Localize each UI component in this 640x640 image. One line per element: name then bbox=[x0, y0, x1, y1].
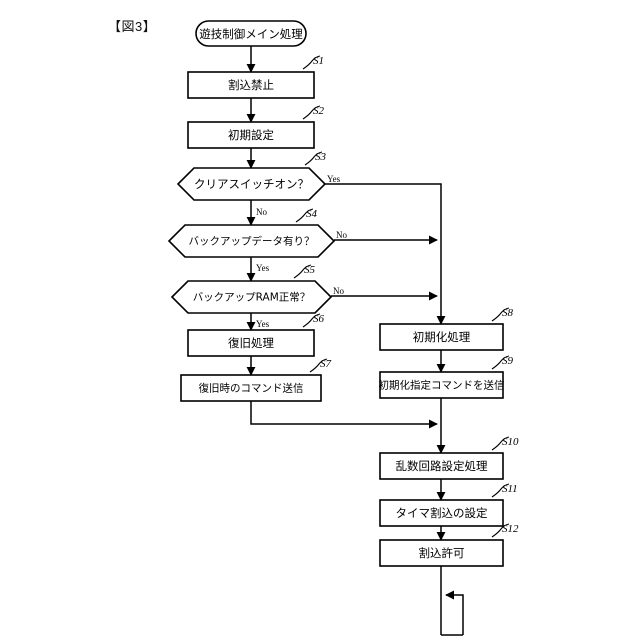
s4-yes-label: Yes bbox=[256, 263, 270, 273]
node-s2[interactable]: 初期設定 S2 bbox=[187, 105, 325, 149]
s12-leader bbox=[491, 523, 510, 538]
s10-step: S10 bbox=[502, 436, 519, 448]
node-s4[interactable]: バックアップデータ有り？ S4 No Yes bbox=[167, 208, 347, 273]
s5-label: バックアップRAM正常？ bbox=[193, 291, 311, 304]
s2-step: S2 bbox=[313, 105, 325, 117]
node-s1[interactable]: 割込禁止 S1 bbox=[187, 55, 324, 99]
connector-loop-back bbox=[445, 590, 464, 635]
s6-leader bbox=[302, 313, 321, 328]
s7-leader bbox=[309, 358, 328, 373]
s3-step: S3 bbox=[315, 151, 327, 163]
connector-s3yes-trunk bbox=[325, 183, 446, 325]
s5-step: S5 bbox=[304, 264, 316, 276]
s3-label: クリアスイッチオン？ bbox=[194, 177, 309, 191]
s5-leader bbox=[293, 264, 312, 279]
s2-leader bbox=[302, 105, 321, 120]
node-s3[interactable]: クリアスイッチオン？ S3 Yes No bbox=[176, 151, 341, 217]
s8-shape bbox=[379, 323, 504, 351]
s7-label: 復旧時のコマンド送信 bbox=[199, 382, 304, 395]
s12-shape bbox=[379, 539, 504, 567]
s3-leader bbox=[304, 151, 323, 166]
s4-label: バックアップデータ有り？ bbox=[189, 235, 315, 248]
s12-step: S12 bbox=[502, 523, 519, 535]
s7-shape bbox=[180, 374, 322, 402]
node-s6[interactable]: 復旧処理 S6 bbox=[187, 313, 325, 357]
s2-shape bbox=[187, 121, 315, 149]
node-s8[interactable]: 初期化処理 S8 bbox=[379, 307, 514, 351]
start-shape bbox=[195, 20, 307, 47]
s9-step: S9 bbox=[502, 355, 514, 367]
s11-label: タイマ割込の設定 bbox=[396, 506, 488, 520]
node-s5[interactable]: バックアップRAM正常？ S5 No Yes bbox=[170, 264, 344, 329]
s6-label: 復旧処理 bbox=[228, 336, 274, 350]
s8-label: 初期化処理 bbox=[413, 330, 471, 344]
s10-leader bbox=[491, 436, 510, 451]
s6-step: S6 bbox=[313, 313, 325, 325]
s3-shape bbox=[176, 167, 327, 201]
s3-no-label: No bbox=[256, 207, 267, 217]
s3-yes-label: Yes bbox=[327, 174, 341, 184]
s12-label: 割込許可 bbox=[419, 546, 465, 560]
connectors bbox=[246, 46, 464, 636]
s1-leader bbox=[302, 55, 321, 70]
s11-step: S11 bbox=[502, 483, 518, 495]
s9-shape bbox=[379, 371, 504, 399]
figure-label: 【図3】 bbox=[108, 19, 157, 34]
s5-no-label: No bbox=[333, 286, 344, 296]
node-s10[interactable]: 乱数回路設定処理 S10 bbox=[379, 436, 519, 480]
node-s9[interactable]: 初期化指定コマンドを送信 S9 bbox=[379, 355, 514, 399]
s1-shape bbox=[187, 71, 315, 99]
s8-leader bbox=[491, 307, 510, 322]
s1-label: 割込禁止 bbox=[228, 78, 274, 92]
s9-leader bbox=[491, 355, 510, 370]
node-s7[interactable]: 復旧時のコマンド送信 S7 bbox=[180, 358, 332, 402]
s10-shape bbox=[379, 452, 504, 480]
s5-shape bbox=[170, 280, 333, 314]
s8-step: S8 bbox=[502, 307, 514, 319]
s4-leader bbox=[295, 208, 314, 223]
s7-step: S7 bbox=[320, 358, 332, 370]
s1-step: S1 bbox=[313, 55, 324, 67]
s5-yes-label: Yes bbox=[256, 319, 270, 329]
s10-label: 乱数回路設定処理 bbox=[396, 459, 488, 473]
start-label: 遊技制御メイン処理 bbox=[199, 27, 303, 41]
s6-shape bbox=[187, 329, 315, 357]
s4-no-label: No bbox=[336, 230, 347, 240]
s2-label: 初期設定 bbox=[228, 128, 274, 142]
s4-shape bbox=[167, 224, 336, 258]
s9-label: 初期化指定コマンドを送信 bbox=[379, 379, 505, 392]
connector-s7-merge bbox=[250, 401, 438, 429]
s4-step: S4 bbox=[306, 208, 318, 220]
node-start[interactable]: 遊技制御メイン処理 bbox=[195, 20, 307, 47]
node-s11[interactable]: タイマ割込の設定 S11 bbox=[379, 483, 518, 527]
s11-leader bbox=[491, 483, 510, 498]
node-s12[interactable]: 割込許可 S12 bbox=[379, 523, 519, 567]
s11-shape bbox=[379, 499, 504, 527]
